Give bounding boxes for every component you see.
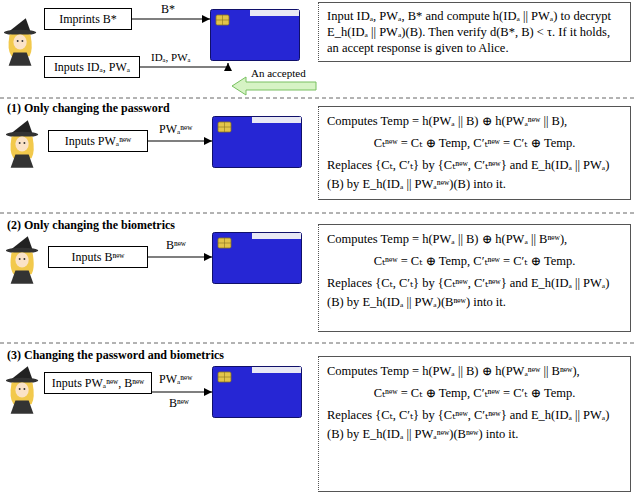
arrow-label: Bⁿᵉʷ: [165, 238, 187, 252]
input-arrow: [152, 391, 212, 392]
input-text: Inputs IDₐ, PWₐ: [51, 60, 133, 74]
section-divider: [0, 213, 637, 214]
process-text: Cₜⁿᵉʷ = Cₜ ⊕ Temp, C′ₜⁿᵉʷ = C′ₜ ⊕ Temp.: [327, 134, 622, 153]
smart-card: [213, 117, 302, 168]
process-text: Computes Temp = h(PWₐ || B) ⊕ h(PWₐⁿᵉʷ |…: [327, 112, 622, 131]
user-icon: [6, 120, 38, 168]
smart-card: [213, 367, 302, 418]
card-process-box: Computes Temp = h(PWₐ || B) ⊕ h(PWₐⁿᵉʷ |…: [318, 106, 631, 200]
process-text: Replaces {Cₜ, C′ₜ} by {Cₜⁿᵉʷ, C′ₜⁿᵉʷ} an…: [327, 156, 622, 194]
section-title: (1) Only changing the password: [6, 101, 171, 115]
arrow-label: Bⁿᵉʷ: [168, 396, 190, 410]
input-box: Inputs PWₐⁿᵉʷ: [48, 130, 148, 152]
smart-card: [213, 233, 302, 284]
response-label: An accepted: [250, 66, 307, 80]
process-text: Replaces {Cₜ, C′ₜ} by {Cₜⁿᵉʷ, C′ₜⁿᵉʷ} an…: [327, 274, 622, 312]
user-icon: [6, 236, 38, 284]
process-text: Computes Temp = h(PWₐ || B) ⊕ h(PWₐⁿᵉʷ |…: [327, 362, 622, 381]
input-box: Inputs Bⁿᵉʷ: [48, 246, 148, 268]
arrow-label: PWₐⁿᵉʷ: [158, 122, 193, 136]
input-text: Inputs PWₐⁿᵉʷ, Bⁿᵉʷ: [51, 376, 145, 390]
process-text: Computes Temp = h(PWₐ || B) ⊕ h(PWₐ || B…: [327, 230, 622, 249]
input-arrow: [132, 18, 210, 19]
arrow-label: PWₐⁿᵉʷ: [158, 372, 193, 386]
user-icon: [4, 18, 36, 66]
arrow-label: IDₐ, PWₐ: [150, 50, 192, 64]
section-title: (2) Only changing the biometrics: [6, 218, 176, 232]
user-icon: [6, 366, 38, 414]
card-process-box: Computes Temp = h(PWₐ || B) ⊕ h(PWₐⁿᵉʷ |…: [318, 356, 631, 492]
smart-card: [211, 10, 300, 61]
input-text: Imprints B*: [51, 12, 125, 26]
input-box: Imprints B*: [44, 8, 132, 30]
input-text: Inputs PWₐⁿᵉʷ: [55, 134, 141, 148]
process-text: Input IDₐ, PWₐ, B* and compute h(IDₐ || …: [327, 8, 622, 56]
input-arrow: [148, 256, 212, 257]
section-title: (3) Changing the password and biometrics: [6, 348, 225, 362]
process-text: Cₜⁿᵉʷ = Cₜ ⊕ Temp, C′ₜⁿᵉʷ = C′ₜ ⊕ Temp.: [327, 252, 622, 271]
process-text: Cₜⁿᵉʷ = Cₜ ⊕ Temp, C′ₜⁿᵉʷ = C′ₜ ⊕ Temp.: [327, 384, 622, 403]
card-process-box: Input IDₐ, PWₐ, B* and compute h(IDₐ || …: [318, 2, 631, 62]
section-divider: [0, 98, 637, 99]
input-box: Inputs IDₐ, PWₐ: [44, 56, 140, 78]
input-arrow: [148, 140, 212, 141]
process-text: Replaces {Cₜ, C′ₜ} by {Cₜⁿᵉʷ, C′ₜⁿᵉʷ} an…: [327, 406, 622, 444]
input-box: Inputs PWₐⁿᵉʷ, Bⁿᵉʷ: [44, 372, 152, 394]
card-process-box: Computes Temp = h(PWₐ || B) ⊕ h(PWₐ || B…: [318, 224, 631, 332]
section-divider: [0, 343, 637, 344]
arrow-label: B*: [160, 2, 176, 16]
input-text: Inputs Bⁿᵉʷ: [55, 250, 141, 264]
